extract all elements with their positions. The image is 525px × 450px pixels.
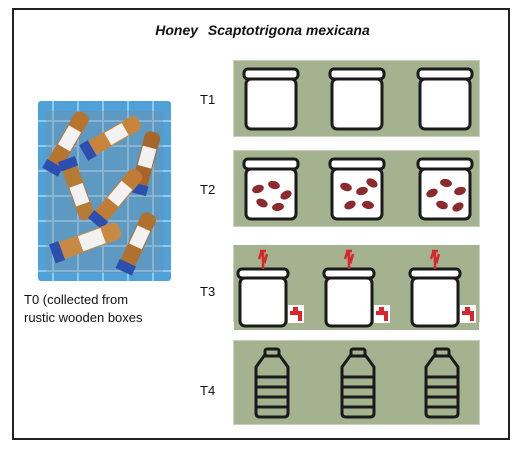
- treatment-panel-t1: [233, 60, 480, 137]
- bottle-icon: [254, 347, 290, 419]
- jar-with-beans-icon: [242, 157, 300, 221]
- jar-with-valve-and-tap-icon: [236, 249, 304, 328]
- bottle-icon: [424, 347, 460, 419]
- figure-title: Honey Scaptotrigona mexicana: [0, 22, 525, 38]
- treatment-label-t2: T2: [200, 182, 216, 197]
- figure-frame: [12, 8, 510, 440]
- bottle-icon: [340, 347, 376, 419]
- treatment-label-t1: T1: [200, 92, 216, 107]
- jar-with-valve-and-tap-icon: [408, 249, 476, 328]
- empty-jar-icon: [328, 67, 386, 131]
- empty-jar-icon: [242, 67, 300, 131]
- jar-with-valve-and-tap-icon: [322, 249, 390, 328]
- empty-jars-row: [234, 61, 479, 136]
- bottles-row: [234, 341, 479, 424]
- treatment-panel-t2: [233, 150, 480, 227]
- title-species: Scaptotrigona mexicana: [207, 22, 370, 38]
- bean-jars-row: [234, 151, 479, 226]
- treatment-panel-t3: [233, 245, 480, 330]
- title-honey: Honey: [155, 22, 199, 38]
- jar-with-beans-icon: [328, 157, 386, 221]
- honey-tubes-photo: [38, 101, 171, 281]
- caption-line-1: T0 (collected from: [24, 292, 129, 307]
- photo-caption: T0 (collected from rustic wooden boxes: [24, 291, 204, 327]
- valve-jars-row: [234, 245, 479, 330]
- empty-jar-icon: [416, 67, 474, 131]
- basket-with-tubes-icon: [38, 101, 171, 281]
- jar-with-beans-icon: [416, 157, 474, 221]
- treatment-label-t4: T4: [200, 383, 216, 398]
- treatment-panel-t4: [233, 340, 480, 425]
- treatment-label-t3: T3: [200, 284, 216, 299]
- caption-line-2: rustic wooden boxes: [24, 310, 143, 325]
